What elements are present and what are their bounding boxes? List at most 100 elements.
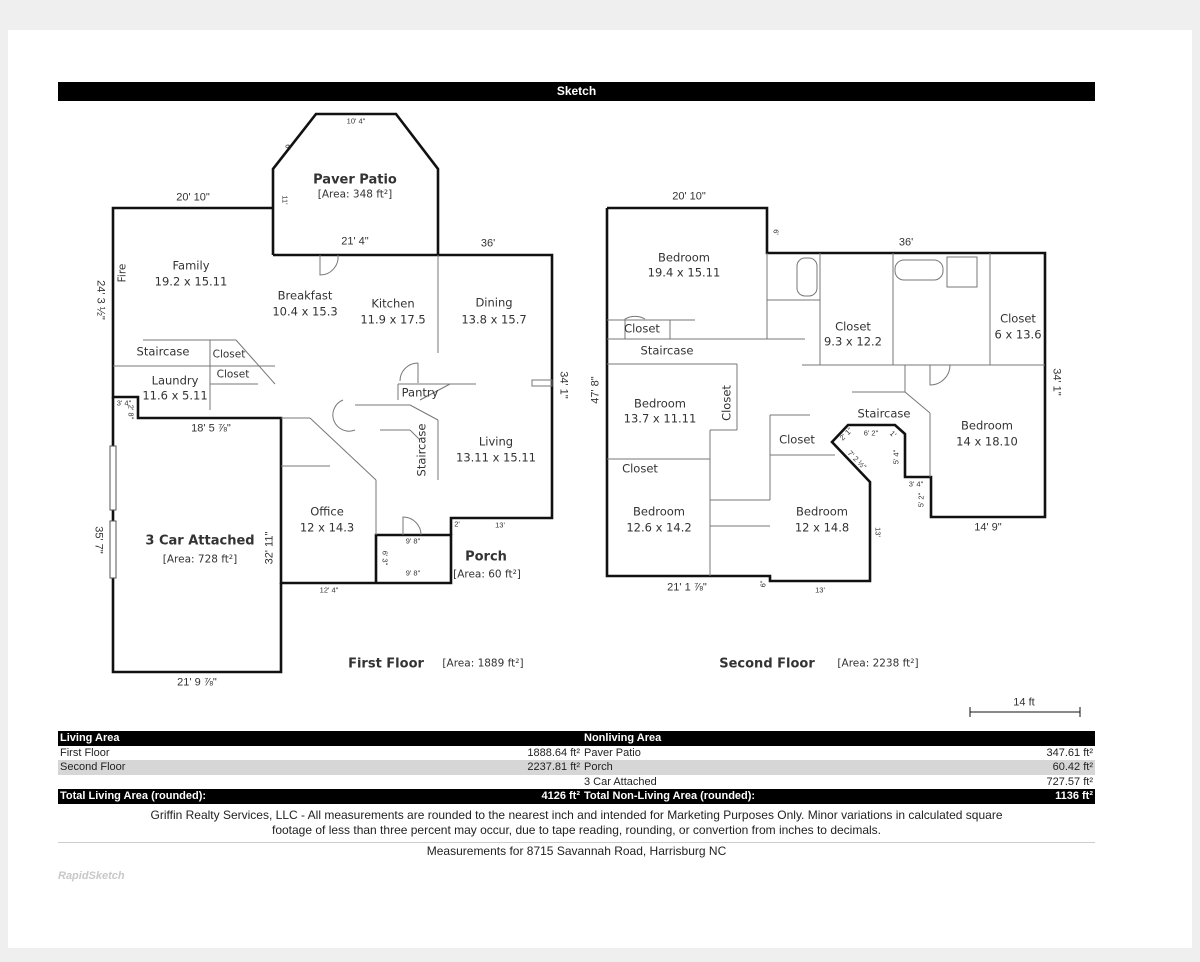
- label-closet: Closet: [624, 321, 660, 336]
- room-name-bedroom: Bedroom: [795, 504, 849, 519]
- dim-label: 21' 4": [341, 235, 369, 248]
- dim-label: 21' 1 ⅞": [667, 581, 707, 594]
- table-row: 3 Car Attached 727.57 ft²: [58, 775, 1095, 790]
- floor-area-first: [Area: 1889 ft²]: [442, 657, 524, 670]
- room-size-bedroom: 12.6 x 14.2: [626, 520, 692, 535]
- room-name-kitchen: Kitchen: [371, 296, 415, 311]
- living-area-header: Living Area: [58, 731, 362, 746]
- dim-label: 34' 1": [1050, 368, 1063, 396]
- room-size-dining: 13.8 x 15.7: [461, 312, 527, 327]
- dim-label: 32' 11": [263, 531, 276, 565]
- room-size-bedroom: 13.7 x 11.11: [623, 411, 697, 426]
- total-nonliving-value: 1136 ft²: [886, 789, 1095, 804]
- dim-label: 36': [898, 236, 914, 249]
- table-row: Second Floor 2237.81 ft² Porch 60.42 ft²: [58, 760, 1095, 775]
- dim-label: 13': [815, 585, 825, 595]
- total-nonliving-label: Total Non-Living Area (rounded):: [582, 789, 886, 804]
- dim-label: 6': [283, 144, 293, 150]
- room-name-bedroom: Bedroom: [632, 504, 686, 519]
- label-closet: Closet: [622, 461, 658, 476]
- dim-label: 3' 4": [908, 479, 924, 489]
- row-value: 727.57 ft²: [1046, 775, 1093, 788]
- dim-label: 2' 8": [126, 404, 136, 420]
- label-closet: Closet: [212, 348, 246, 361]
- dim-label: 47' 8": [589, 376, 602, 404]
- room-size-family: 19.2 x 15.11: [154, 274, 228, 289]
- dim-label: 11': [280, 195, 290, 205]
- dim-label: 6' 3": [380, 550, 390, 566]
- label-closet: Closet: [779, 432, 815, 447]
- dim-label: 35' 7": [92, 526, 105, 554]
- dim-label: 3' 4": [116, 398, 132, 408]
- dim-label: 24' 3 ½": [94, 280, 107, 320]
- area-garage: [Area: 728 ft²]: [162, 553, 238, 566]
- row-label: 3 Car Attached: [584, 775, 657, 788]
- total-living-value: 4126 ft²: [362, 789, 582, 804]
- interior-walls-second-floor: [607, 253, 1045, 576]
- table-row: First Floor 1888.64 ft² Paver Patio 347.…: [58, 746, 1095, 761]
- area-paver-patio: [Area: 348 ft²]: [317, 188, 393, 201]
- dim-label: 34' 1": [557, 371, 570, 399]
- room-name-laundry: Laundry: [151, 373, 199, 388]
- floor-title-first: First Floor: [348, 656, 424, 672]
- room-name-garage: 3 Car Attached: [145, 533, 255, 549]
- scale-bar: [969, 707, 1081, 717]
- room-name-closet: Closet: [1000, 311, 1036, 326]
- disclaimer-line-2: footage of less than three percent may o…: [271, 823, 882, 837]
- garage-windows: [109, 445, 117, 579]
- row-value: 60.42 ft²: [886, 760, 1095, 775]
- exterior-walls-second-floor: [605, 206, 1047, 583]
- label-fireplace: Fire: [116, 263, 129, 283]
- room-name-family: Family: [172, 258, 210, 273]
- room-size-bedroom: 12 x 14.8: [794, 520, 850, 535]
- label-staircase: Staircase: [136, 344, 190, 359]
- dim-label: 14' 9": [974, 521, 1002, 534]
- divider: [58, 842, 1095, 843]
- room-name-paver-patio: Paver Patio: [313, 172, 397, 188]
- dim-label: 20' 10": [176, 191, 210, 204]
- room-name-closet: Closet: [835, 319, 871, 334]
- row-label: First Floor: [60, 746, 110, 759]
- room-size-kitchen: 11.9 x 17.5: [360, 312, 426, 327]
- label-pantry: Pantry: [401, 385, 439, 400]
- row-value: [362, 775, 582, 790]
- sketch-header: Sketch: [58, 82, 1095, 101]
- dim-label: 6': [771, 229, 781, 235]
- dim-label: 6": [758, 580, 768, 588]
- address-line: Measurements for 8715 Savannah Road, Har…: [426, 844, 727, 858]
- dim-label: 6' 2": [863, 428, 879, 438]
- dim-label: 13': [495, 520, 505, 530]
- room-size-bedroom: 14 x 18.10: [956, 434, 1018, 449]
- room-size-living: 13.11 x 15.11: [456, 450, 536, 465]
- dim-label: 18' 5 ⅞": [191, 422, 231, 435]
- dim-label: 9' 8": [405, 536, 421, 546]
- dim-label: 5' 4": [891, 449, 901, 465]
- disclaimer-line-1: Griffin Realty Services, LLC - All measu…: [150, 808, 1003, 822]
- dim-label: 20' 10": [672, 190, 706, 203]
- dim-label: 9' 8": [405, 568, 421, 578]
- label-staircase: Staircase: [857, 406, 911, 421]
- room-name-breakfast: Breakfast: [277, 288, 333, 303]
- room-size-closet: 9.3 x 12.2: [823, 334, 883, 349]
- dim-label: 13': [873, 527, 883, 537]
- scale-label: 14 ft: [1013, 696, 1035, 709]
- row-label: Second Floor: [58, 760, 362, 775]
- table-total-row: Total Living Area (rounded): 4126 ft² To…: [58, 789, 1095, 804]
- area-porch: [Area: 60 ft²]: [453, 568, 521, 581]
- label-staircase: Staircase: [640, 343, 694, 358]
- dim-label: 2': [454, 519, 460, 529]
- room-name-dining: Dining: [475, 295, 513, 310]
- row-value: 347.61 ft²: [1046, 746, 1093, 759]
- room-name-porch: Porch: [465, 549, 507, 565]
- room-name-bedroom: Bedroom: [960, 418, 1014, 433]
- label-staircase: Staircase: [414, 423, 429, 477]
- room-name-bedroom: Bedroom: [657, 250, 711, 265]
- row-label: Paver Patio: [584, 746, 641, 759]
- room-name-living: Living: [478, 434, 514, 449]
- room-size-office: 12 x 14.3: [299, 520, 355, 535]
- label-closet: Closet: [216, 368, 250, 381]
- dim-label: 36': [480, 237, 496, 250]
- dim-label: 10' 4": [346, 116, 366, 126]
- room-size-bedroom: 19.4 x 15.11: [647, 265, 721, 280]
